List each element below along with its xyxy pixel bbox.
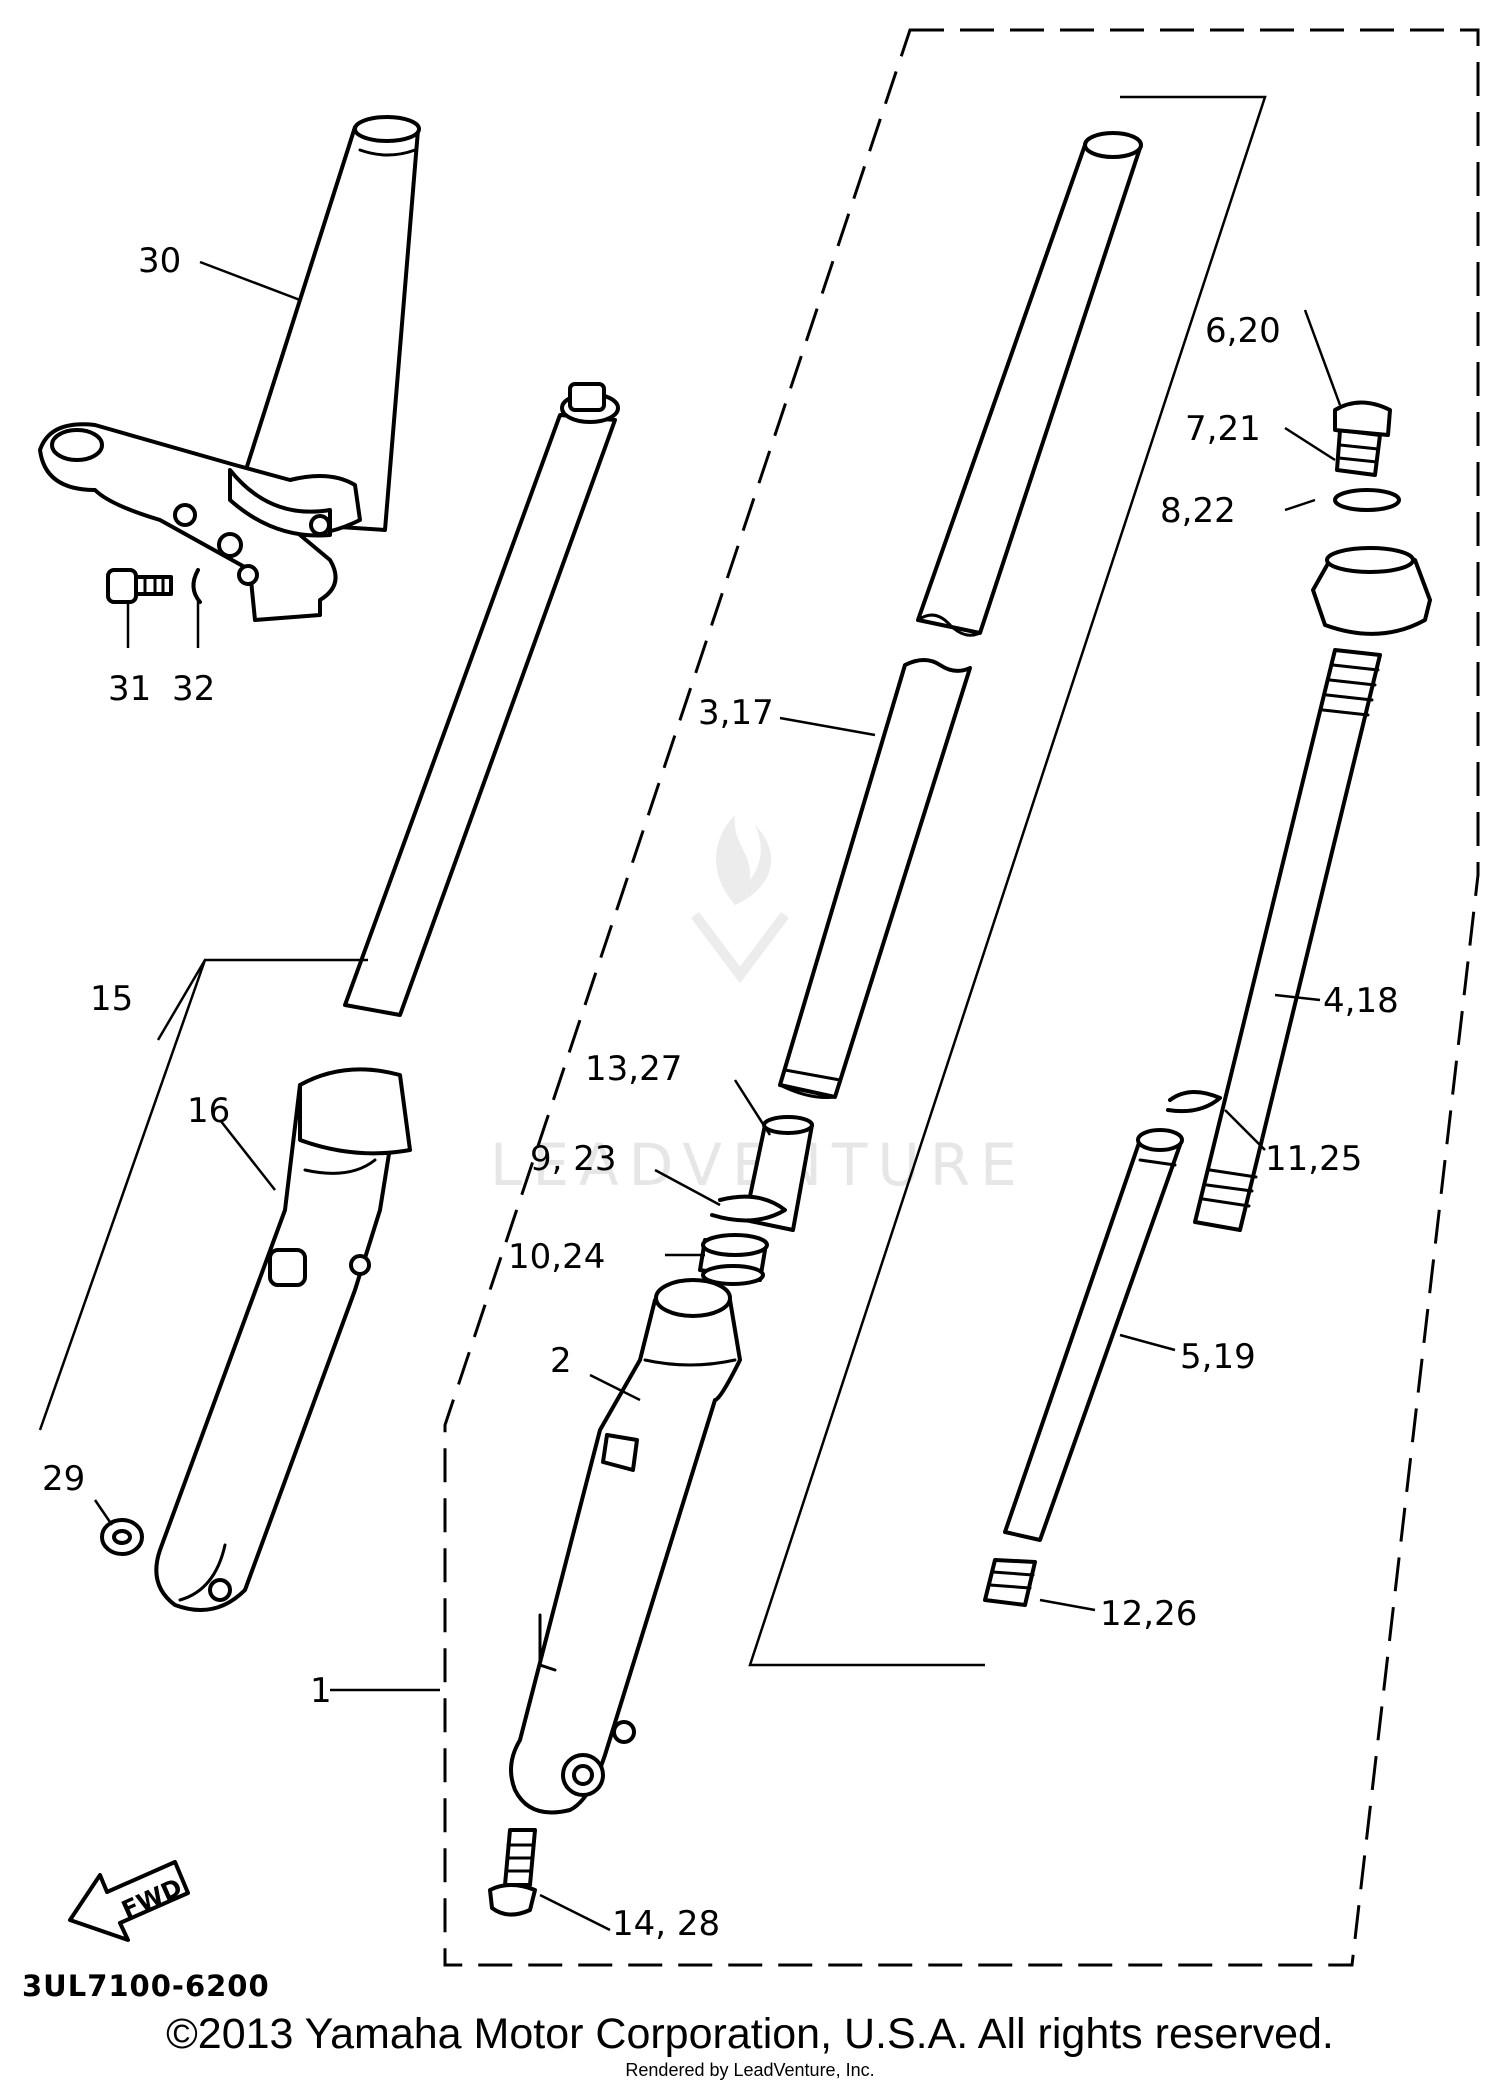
callout-10-24: 10,24 <box>508 1237 605 1277</box>
callout-11-25: 11,25 <box>1265 1139 1362 1179</box>
callout-16: 16 <box>187 1091 230 1131</box>
bolt-14-28 <box>488 1828 537 1917</box>
rendered-by-credit: Rendered by LeadVenture, Inc. <box>625 2060 875 2080</box>
callout-15: 15 <box>90 979 133 1019</box>
callout-29: 29 <box>42 1459 85 1499</box>
copyright-notice: ©2013 Yamaha Motor Corporation, U.S.A. A… <box>166 2010 1334 2058</box>
callout-32: 32 <box>172 669 215 709</box>
inner-tube-3-17 <box>778 131 1143 1099</box>
o-ring-7-21 <box>1333 488 1401 512</box>
callout-31: 31 <box>108 669 151 709</box>
spring-12-26 <box>983 1558 1037 1607</box>
bolt-31 <box>106 568 173 604</box>
callout-1: 1 <box>310 1671 332 1711</box>
callout-4-18: 4,18 <box>1323 981 1399 1021</box>
inner-parts-bracket <box>748 95 1267 1667</box>
washer-29 <box>100 1518 144 1556</box>
damper-rod-5-19 <box>1003 1128 1184 1542</box>
callout-2: 2 <box>550 1341 572 1381</box>
cap-bolt-6-20 <box>1333 400 1392 477</box>
callout-labels: 30 31 32 15 16 29 1 2 3,17 13,27 9, 23 1… <box>42 241 1399 1944</box>
assembly-boundary <box>443 28 1480 1967</box>
callout-30: 30 <box>138 241 181 281</box>
left-fork-tube <box>154 382 620 1612</box>
callout-7-21: 7,21 <box>1185 409 1261 449</box>
spring-4-18 <box>1193 648 1382 1232</box>
leader-lines <box>38 260 1342 1932</box>
fwd-arrow-icon: FWD <box>68 1860 190 1942</box>
callout-8-22: 8,22 <box>1160 491 1236 531</box>
seal-10-24 <box>698 1233 769 1286</box>
callout-14-28: 14, 28 <box>612 1904 720 1944</box>
diagram-code: 3UL7100-6200 <box>22 1969 270 2003</box>
callout-5-19: 5,19 <box>1180 1337 1256 1377</box>
callout-13-27: 13,27 <box>585 1049 682 1089</box>
callout-12-26: 12,26 <box>1100 1594 1197 1634</box>
spacer-8-22 <box>1311 546 1432 636</box>
circlip-11-25 <box>1166 1090 1222 1114</box>
clip-9-23 <box>710 1194 787 1223</box>
upper-bracket-handlebar <box>38 115 421 622</box>
outer-tube-2 <box>509 1278 742 1815</box>
washer-32 <box>191 568 202 604</box>
callout-9-23: 9, 23 <box>530 1139 617 1179</box>
callout-6-20: 6,20 <box>1205 311 1281 351</box>
callout-3-17: 3,17 <box>698 693 774 733</box>
